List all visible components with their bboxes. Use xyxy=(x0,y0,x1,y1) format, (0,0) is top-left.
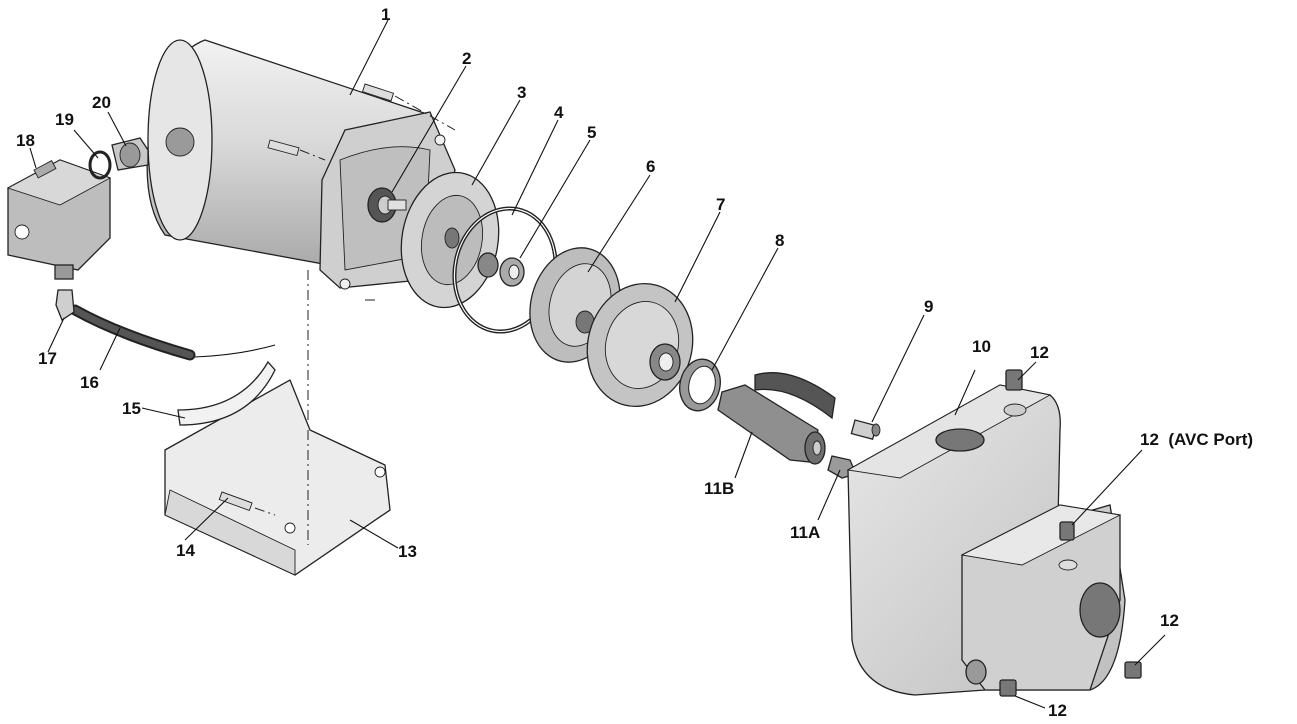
elbow-part-17 xyxy=(55,289,75,321)
callout-12-avc-port: 12 (AVC Port) xyxy=(1140,430,1253,449)
callout-9: 9 xyxy=(924,297,933,316)
callout-3: 3 xyxy=(517,83,526,102)
callout-10: 10 xyxy=(972,337,991,356)
fitting-part-9 xyxy=(850,419,881,441)
diffuser-part-7 xyxy=(586,282,694,408)
diffuser-ring-part-8 xyxy=(679,358,721,412)
callout-15: 15 xyxy=(122,399,141,418)
callout-11a: 11A xyxy=(790,523,820,542)
shaft-part-2 xyxy=(367,187,407,223)
callout-labels: 1 2 3 4 5 6 7 8 9 10 11A 11B 12 12 12 12… xyxy=(16,5,1253,720)
callout-11b: 11B xyxy=(704,479,734,498)
callout-8: 8 xyxy=(775,231,784,250)
callout-14: 14 xyxy=(176,541,195,560)
callout-18: 18 xyxy=(16,131,35,150)
pump-body-part-10 xyxy=(846,384,1126,696)
connector-part-20 xyxy=(111,137,149,171)
base-part-13 xyxy=(164,379,391,576)
callout-2: 2 xyxy=(462,49,471,68)
callout-6: 6 xyxy=(646,157,655,176)
callout-16: 16 xyxy=(80,373,99,392)
seal-part-5 xyxy=(477,252,525,287)
callout-12-top: 12 xyxy=(1030,343,1049,362)
plugs-part-12 xyxy=(999,369,1142,697)
tube-part-16 xyxy=(69,304,276,361)
callout-13: 13 xyxy=(398,542,417,561)
callout-4: 4 xyxy=(554,103,564,122)
callout-5: 5 xyxy=(587,123,596,142)
pressure-switch-part-18 xyxy=(6,159,112,280)
callout-20: 20 xyxy=(92,93,111,112)
callout-12-right: 12 xyxy=(1160,611,1179,630)
ring-part-19 xyxy=(88,150,112,180)
callout-12-bottom: 12 xyxy=(1048,701,1067,720)
callout-17: 17 xyxy=(38,349,57,368)
callout-7: 7 xyxy=(716,195,725,214)
callout-19: 19 xyxy=(55,110,74,129)
leader-lines xyxy=(29,19,1166,709)
callout-1: 1 xyxy=(381,5,390,24)
strap-part-15 xyxy=(177,360,276,426)
bolt-part-14 xyxy=(218,491,276,516)
venturi-part-11b xyxy=(717,372,836,465)
seal-plate-part-3 xyxy=(400,171,500,309)
